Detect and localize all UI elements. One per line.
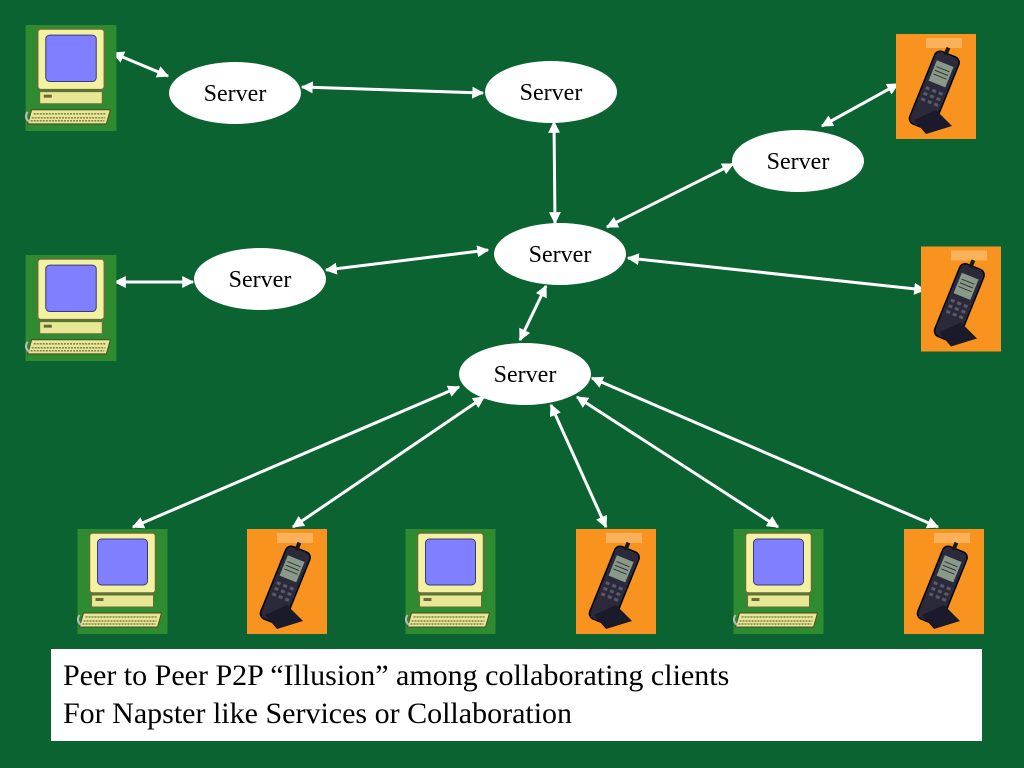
connector: [292, 395, 485, 529]
server-node: Server: [169, 62, 301, 124]
connector: [626, 253, 927, 295]
server-node: Server: [459, 343, 591, 405]
connector: [548, 120, 561, 225]
desktop-computer-icon: [25, 25, 117, 131]
server-node: Server: [485, 61, 617, 123]
connector: [131, 385, 461, 529]
connector: [300, 81, 485, 99]
server-node: Server: [732, 130, 864, 192]
caption-line-2: For Napster like Services or Collaborati…: [63, 697, 573, 730]
connector: [549, 403, 608, 529]
server-label: Server: [529, 242, 592, 268]
server-node: Server: [494, 223, 626, 285]
desktop-computer-icon: [405, 529, 496, 634]
server-label: Server: [204, 81, 267, 107]
desktop-computer-icon: [77, 529, 168, 634]
connector: [324, 245, 490, 275]
server-label: Server: [494, 362, 557, 388]
server-label: Server: [767, 149, 830, 175]
caption-box: Peer to Peer P2P “Illusion” among collab…: [51, 649, 982, 741]
server-node: Server: [194, 248, 326, 310]
connections: [111, 51, 940, 529]
connector: [820, 82, 900, 128]
desktop-computer-icon: [733, 529, 824, 634]
mobile-phone-icon: [576, 529, 656, 634]
mobile-phone-icon: [921, 246, 1001, 352]
connector: [575, 395, 780, 529]
caption-line-1: Peer to Peer P2P “Illusion” among collab…: [63, 659, 730, 692]
desktop-computer-icon: [25, 255, 117, 361]
mobile-phone-icon: [896, 34, 976, 139]
mobile-phone-icon: [904, 529, 984, 634]
connector: [590, 376, 940, 529]
connector: [111, 51, 170, 78]
connector: [518, 284, 548, 342]
connector: [605, 162, 735, 229]
mobile-phone-icon: [247, 529, 327, 634]
server-label: Server: [229, 267, 292, 293]
server-label: Server: [520, 80, 583, 106]
